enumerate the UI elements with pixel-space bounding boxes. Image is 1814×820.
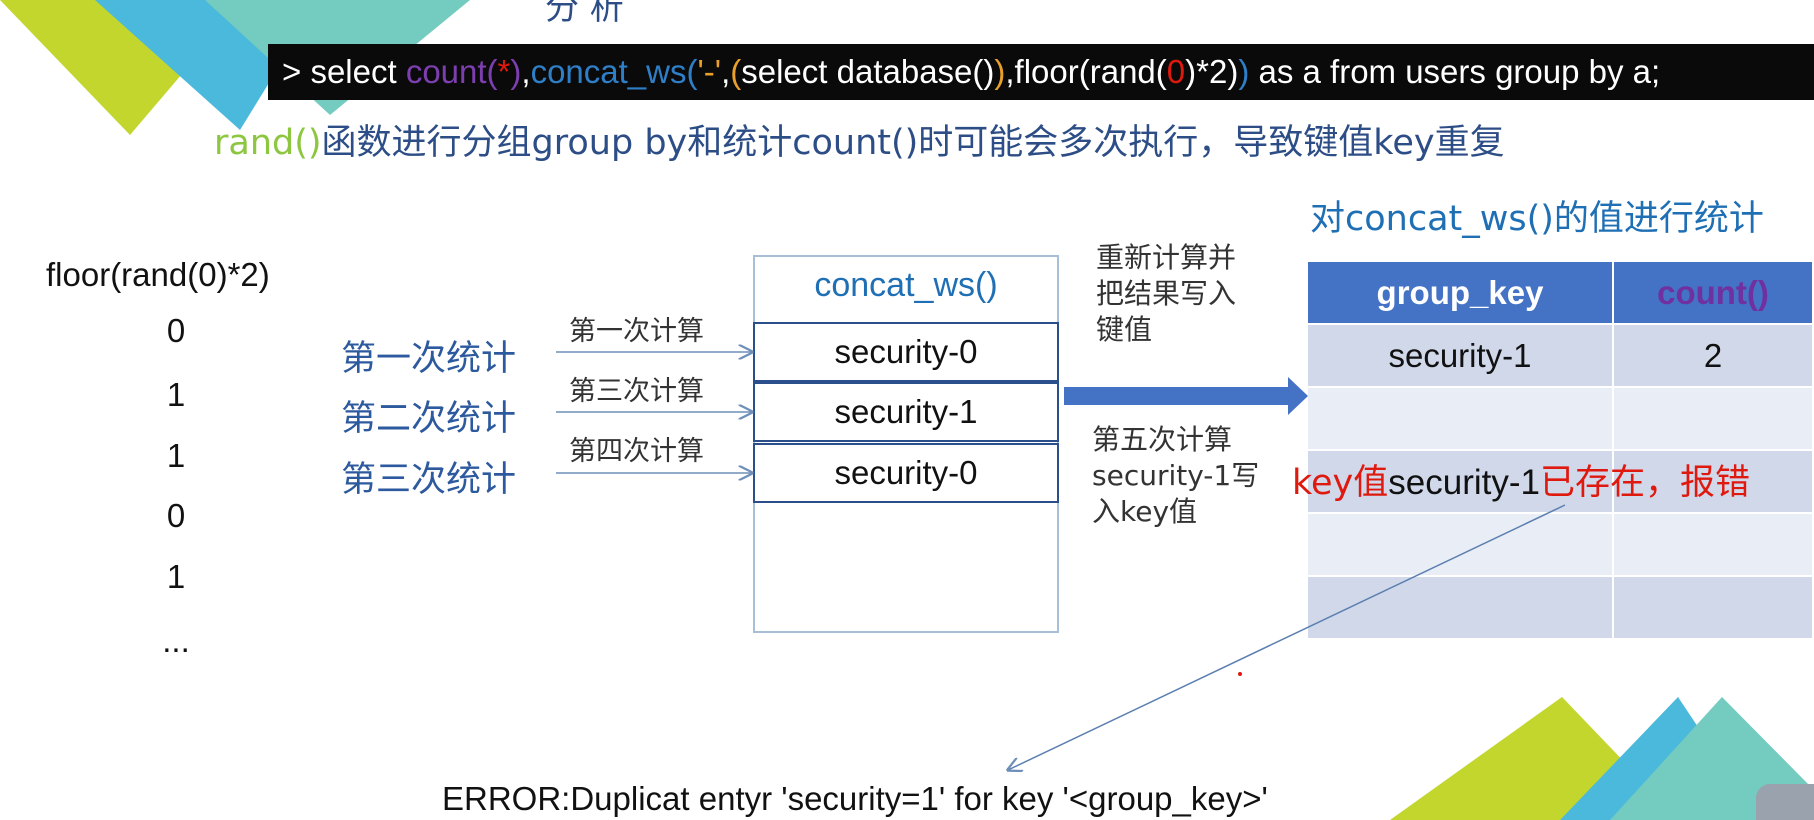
concat-cell: security-0 — [753, 443, 1059, 503]
stat-label-1: 第一次统计 — [341, 339, 517, 379]
sql-floor-open: floor(rand( — [1014, 53, 1167, 90]
sql-comma-1: , — [521, 53, 531, 90]
subtitle: rand()函数进行分组group by和统计count()时可能会多次执行，导… — [214, 114, 1505, 165]
sql-concat-close: ) — [1238, 53, 1250, 90]
table-row — [1306, 575, 1814, 640]
sql-prefix: > select — [282, 53, 406, 90]
table-row — [1306, 449, 1814, 514]
concat-cell: security-0 — [753, 322, 1059, 382]
floor-value: 1 — [166, 437, 186, 474]
corner-icon — [1756, 784, 1814, 820]
stat-label-2: 第二次统计 — [341, 399, 517, 439]
concat-box-title: concat_ws() — [814, 266, 998, 304]
table-title: 对concat_ws()的值进行统计 — [1310, 199, 1764, 239]
table-header-count: count() — [1612, 260, 1814, 325]
duplicate-key-message: key值security-1已存在，报错 — [1292, 454, 1750, 505]
sql-close-paren: ) — [994, 53, 1006, 90]
error-msg-key: security-1 — [1388, 463, 1540, 502]
table-cell — [1306, 512, 1614, 577]
note-line: 第五次计算 — [1092, 423, 1233, 456]
sql-count: count( — [405, 53, 498, 90]
table-cell: security-1 — [1306, 323, 1614, 388]
table-cell — [1612, 386, 1814, 451]
table-cell — [1612, 449, 1814, 514]
sql-comma-2: , — [721, 53, 731, 90]
floor-value: 0 — [166, 497, 186, 534]
sql-zero: 0 — [1166, 53, 1186, 90]
floor-label: floor(rand(0)*2) — [46, 256, 270, 293]
floor-value: 0 — [166, 312, 186, 349]
sql-star: * — [497, 53, 511, 90]
table-header-group-key: group_key — [1306, 260, 1614, 325]
table-cell — [1612, 512, 1814, 577]
table-row — [1306, 512, 1814, 577]
table-cell — [1612, 575, 1814, 640]
sql-statement-bar: > select count(*),concat_ws('-',(select … — [268, 44, 1814, 100]
note-line: 入key值 — [1092, 495, 1198, 528]
calc-label-1: 第一次计算 — [569, 316, 704, 347]
note-line: 重新计算并 — [1096, 241, 1237, 274]
table-row: security-1 2 — [1306, 323, 1814, 388]
calc-label-2: 第三次计算 — [569, 376, 704, 407]
sql-suffix: as a from users group by a; — [1249, 53, 1661, 90]
sql-count-close: ) — [510, 53, 522, 90]
subtitle-rand: rand() — [214, 123, 322, 163]
note-line: security-1写 — [1092, 459, 1260, 492]
stat-label-3: 第三次统计 — [341, 460, 517, 500]
table-cell — [1306, 575, 1614, 640]
calc-label-3: 第四次计算 — [569, 436, 704, 467]
table-cell — [1306, 386, 1614, 451]
sql-subquery: select database() — [741, 53, 995, 90]
table-header-row: group_key count() — [1306, 260, 1814, 325]
sql-open-paren: ( — [730, 53, 742, 90]
error-msg-part: 已存在，报错 — [1540, 463, 1751, 503]
note-line: 把结果写入 — [1096, 277, 1237, 310]
subtitle-text: 函数进行分组group by和统计count()时可能会多次执行，导致键值key… — [321, 123, 1505, 163]
sql-comma-3: , — [1005, 53, 1015, 90]
floor-value: 1 — [166, 376, 186, 413]
sql-floor-close: )*2) — [1185, 53, 1239, 90]
floor-value-ellipsis: ... — [162, 622, 190, 659]
note-fifth-calc: 第五次计算 security-1写 入key值 — [1092, 422, 1259, 530]
table-row — [1306, 386, 1814, 451]
floor-value: 1 — [166, 558, 186, 595]
error-msg-part: key值 — [1292, 463, 1389, 503]
group-table: group_key count() security-1 2 — [1306, 260, 1814, 640]
top-heading-partial: 分 析 — [545, 0, 624, 28]
note-line: 键值 — [1096, 313, 1153, 346]
concat-cell: security-1 — [753, 382, 1059, 442]
note-recalculate: 重新计算并 把结果写入 键值 — [1096, 240, 1236, 348]
sql-separator: '-' — [697, 53, 722, 90]
table-cell: 2 — [1612, 323, 1814, 388]
sql-concat: concat_ws( — [530, 53, 698, 90]
error-output-line: ERROR:Duplicat entyr 'security=1' for ke… — [442, 780, 1268, 817]
